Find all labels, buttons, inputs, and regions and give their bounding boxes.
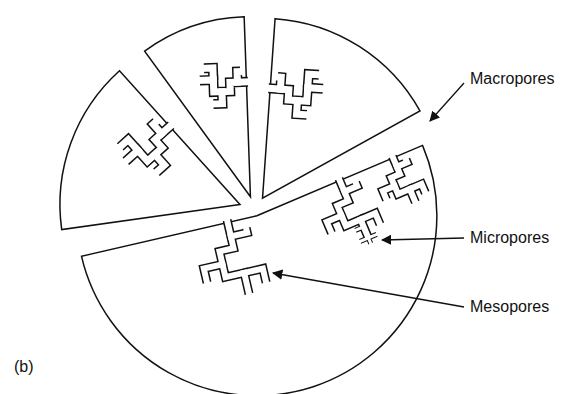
pore-walls [120,68,425,294]
pore-channel [204,68,213,80]
pore-channel [355,227,363,231]
pore-channel [337,179,367,236]
pore-wall [278,77,281,89]
pore-label: Micropores [470,229,549,247]
pore-channel [397,159,407,166]
pore-channel [278,77,281,89]
pore-label: Mesopores [470,298,549,316]
pore-channel [361,213,380,224]
pore-channel [155,154,165,172]
pore-channel [237,72,240,83]
particle-fragment [81,145,436,394]
pore-channel [153,122,161,134]
pore-wall [237,72,240,83]
leader-arrow [430,83,464,121]
pore-channel [391,156,415,202]
pore-channel [231,228,247,236]
pore-wall [153,122,161,134]
pore-channel [220,220,250,294]
pore-channel [120,140,138,151]
pore-channel [383,186,395,200]
pore-wall [391,156,415,202]
pore-wall [231,228,247,236]
pore-label: Macropores [470,70,554,88]
panel-letter: (b) [14,358,34,376]
pore-wall [337,179,367,236]
pore-wall [327,216,342,233]
pore-wall [397,159,407,166]
pore-channel [410,184,426,193]
pore-channels [120,68,425,294]
pore-channel [344,182,357,191]
pore-wall [120,140,138,151]
leader-arrow [382,238,464,240]
pore-wall [344,182,357,191]
pore-channel [204,264,223,282]
leader-arrow [273,273,464,307]
pore-channel [297,101,307,115]
pore-channel [308,74,319,88]
pore-wall [155,154,165,172]
pore-channel [213,92,222,104]
particle-fragment [145,17,251,197]
particle-fragments [60,17,437,394]
pore-wall [220,220,250,294]
pore-channel [360,238,368,242]
pore-wall [383,186,395,200]
pore-wall [204,264,223,282]
pore-wall [360,238,368,242]
pore-channel [327,216,342,233]
pore-channel [244,269,266,283]
